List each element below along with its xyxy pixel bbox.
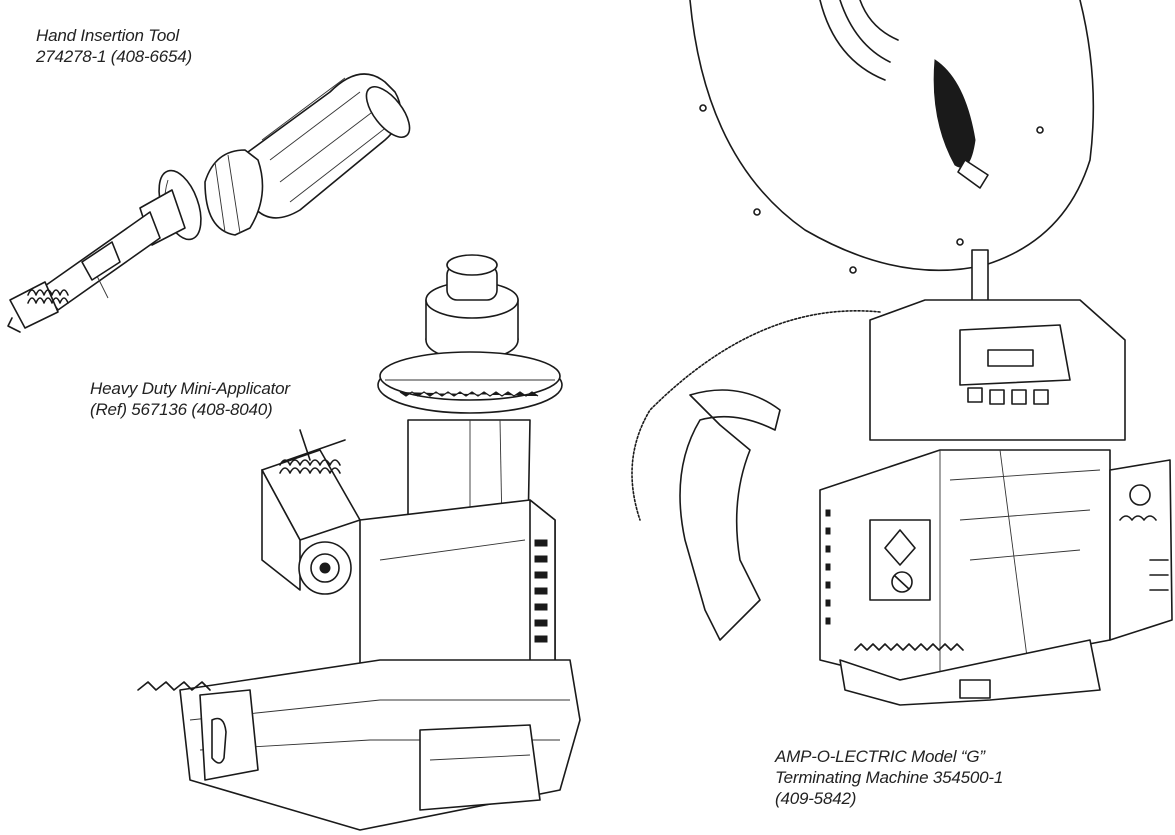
- terminating-machine-model: AMP-O-LECTRIC Model “G”: [775, 747, 985, 766]
- mini-applicator-label: Heavy Duty Mini-Applicator (Ref) 567136 …: [90, 378, 290, 420]
- hand-insertion-tool-label: Hand Insertion Tool 274278-1 (408-6654): [36, 25, 192, 67]
- mini-applicator-part-number: (Ref) 567136 (408-8040): [90, 400, 273, 419]
- hand-insertion-tool-name: Hand Insertion Tool: [36, 26, 179, 45]
- terminating-machine-label: AMP-O-LECTRIC Model “G” Terminating Mach…: [775, 746, 1003, 809]
- mini-applicator-name: Heavy Duty Mini-Applicator: [90, 379, 290, 398]
- terminating-machine-doc-number: (409-5842): [775, 789, 857, 808]
- hand-insertion-tool-part-number: 274278-1 (408-6654): [36, 47, 192, 66]
- mini-applicator-drawing: [137, 254, 581, 831]
- terminating-machine-name: Terminating Machine 354500-1: [775, 768, 1004, 787]
- terminating-machine-drawing: [631, 0, 1173, 706]
- hand-insertion-tool-drawing: [7, 73, 411, 333]
